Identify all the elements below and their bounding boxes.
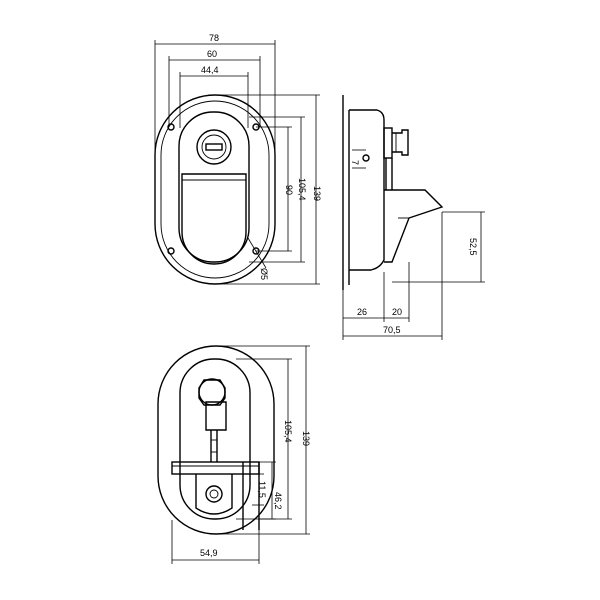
dim-26: 26 [357, 307, 367, 317]
side-body-lower [384, 189, 444, 263]
front-view: 78 60 44,4 90 105,4 139 Ø5 [154, 33, 322, 285]
side-body-upper [349, 109, 385, 271]
dim-46-2: 46,2 [273, 492, 283, 510]
dim-20: 20 [392, 307, 402, 317]
front-lock-ring [201, 134, 227, 160]
front-hole-tl [167, 123, 175, 131]
rear-cam [205, 401, 227, 431]
front-key-slot [205, 143, 223, 151]
dim-44-4: 44,4 [201, 65, 219, 75]
dim-rear-105-4: 105,4 [283, 420, 293, 443]
rear-view: 105,4 139 46,2 11,5 54,9 [157, 345, 311, 564]
front-hole-bl [167, 247, 175, 255]
dim-90: 90 [284, 185, 294, 195]
front-outer-flange [154, 94, 276, 285]
dim-54-9: 54,9 [200, 548, 218, 558]
rear-pivot [205, 485, 223, 503]
dim-11-5: 11,5 [257, 481, 267, 498]
dim-rear-139: 139 [301, 431, 311, 446]
front-flange-inner [160, 100, 270, 279]
rear-bracket [171, 461, 260, 475]
dim-hole-dia: Ø5 [259, 268, 269, 280]
front-handle-paddle [181, 173, 247, 265]
dim-70-5: 70,5 [383, 325, 401, 335]
rear-pan [179, 358, 251, 520]
front-lock-cylinder [196, 129, 232, 165]
side-cylinder [383, 127, 393, 159]
side-view: 7 52,5 26 20 70,5 [342, 95, 485, 340]
front-recess-pan [178, 111, 250, 263]
dim-60: 60 [207, 49, 217, 59]
dim-7: 7 [350, 160, 360, 165]
dim-78: 78 [209, 33, 219, 43]
dim-105-4: 105,4 [297, 178, 307, 201]
dim-52-5: 52,5 [468, 238, 478, 256]
dim-139-front: 139 [312, 186, 322, 201]
side-key [392, 129, 409, 156]
